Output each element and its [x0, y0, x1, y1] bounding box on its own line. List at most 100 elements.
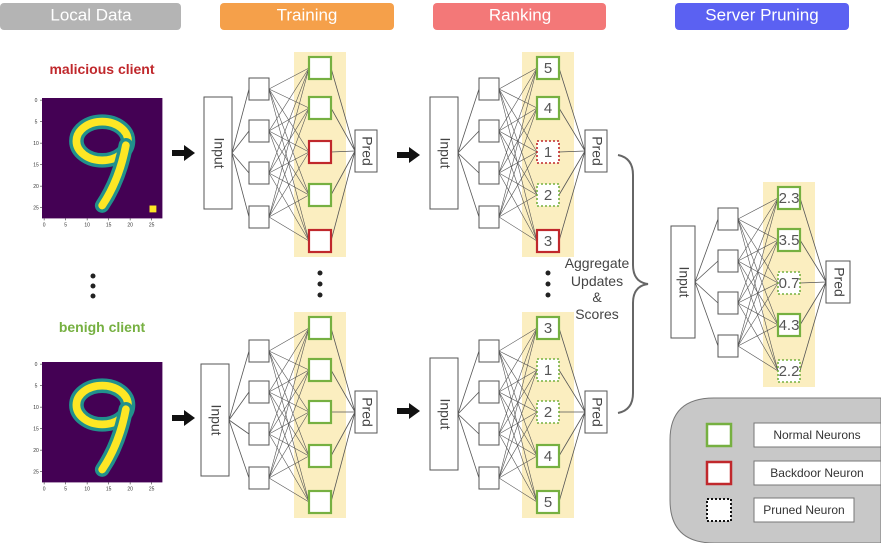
connection — [330, 150, 356, 242]
connection — [558, 107, 586, 152]
connection — [457, 391, 480, 415]
neuron-score: 2 — [544, 187, 552, 204]
connection — [498, 151, 538, 218]
connection — [330, 411, 356, 503]
header-training: Training — [220, 3, 394, 30]
hidden-neuron — [478, 422, 500, 446]
neuron-score: 2 — [544, 404, 552, 421]
connection — [228, 419, 250, 479]
header-ranking: Ranking — [433, 3, 606, 30]
connection — [457, 152, 480, 218]
connection — [498, 411, 538, 479]
pred-label: Pred — [359, 136, 375, 166]
backdoor-neuron — [307, 139, 333, 165]
hidden-neuron — [248, 466, 270, 490]
connection — [268, 107, 310, 218]
hidden-neuron — [717, 207, 739, 231]
connection — [228, 419, 250, 435]
connection — [558, 369, 586, 413]
aggregate-line-4: Scores — [575, 306, 619, 322]
pred-box — [825, 260, 851, 304]
header-server-pruning-label: Server Pruning — [705, 5, 818, 24]
legend-normal-box — [753, 422, 881, 448]
backdoor-neuron — [307, 228, 333, 254]
legend-backdoor-box — [753, 460, 881, 486]
pred-label: Pred — [359, 397, 375, 427]
connection — [330, 150, 356, 196]
hidden-neuron — [478, 205, 500, 229]
neuron-score: 1 — [544, 362, 552, 379]
x-tick-label: 15 — [106, 222, 112, 228]
normal-neuron — [307, 95, 333, 121]
connection — [498, 172, 538, 242]
connection — [330, 369, 356, 413]
backdoor-neuron — [535, 228, 561, 254]
connection — [268, 455, 310, 479]
benign-client-label: benigh client — [59, 319, 146, 335]
hidden-neuron — [478, 161, 500, 185]
y-tick-label: 0 — [35, 98, 38, 104]
connection — [498, 369, 538, 479]
input-box — [429, 357, 459, 471]
connection — [737, 345, 779, 372]
connection — [268, 88, 310, 242]
header-local-data-bg — [0, 3, 181, 30]
x-tick-label: 0 — [43, 486, 46, 492]
connection — [498, 455, 538, 479]
aggregate-line-1: Aggregate — [565, 255, 630, 271]
ellipsis-training — [317, 270, 323, 298]
x-tick-label: 15 — [106, 486, 112, 492]
input-box — [670, 225, 696, 339]
connection — [498, 67, 538, 90]
connection — [558, 327, 586, 413]
ellipsis-images — [90, 273, 96, 299]
connection — [268, 107, 310, 132]
input-box — [203, 96, 233, 210]
pred-label: Pred — [831, 267, 847, 297]
connection — [268, 151, 310, 218]
pred-box — [354, 390, 378, 434]
x-tick-label: 5 — [64, 222, 67, 228]
connection — [268, 88, 310, 109]
neuron-score: 0.7 — [779, 275, 800, 292]
connection — [457, 413, 480, 435]
connection — [498, 194, 538, 218]
y-tick-label: 25 — [33, 206, 39, 212]
connection — [268, 391, 310, 503]
neuron-score: 2.3 — [779, 190, 800, 207]
connection — [498, 107, 538, 174]
normal-neuron — [535, 95, 561, 121]
normal-neuron — [307, 182, 333, 208]
digit-strokes — [69, 114, 136, 213]
x-tick-label: 0 — [43, 222, 46, 228]
y-tick-label: 10 — [33, 141, 39, 147]
hidden-neuron — [717, 249, 739, 273]
connection — [498, 130, 538, 242]
neuron-score: 5 — [544, 494, 552, 511]
connection — [498, 391, 538, 503]
y-tick-label: 5 — [35, 384, 38, 390]
hidden-neuron — [248, 339, 270, 363]
pred-box — [584, 129, 608, 173]
normal-neuron — [307, 489, 333, 515]
legend-pruned-label: Pruned Neuron — [763, 503, 844, 517]
header-local-data: Local Data — [0, 3, 181, 30]
connection — [694, 218, 719, 283]
aggregate-brace — [617, 154, 649, 414]
hidden-neuron — [248, 380, 270, 404]
connection — [268, 172, 310, 242]
hidden-neuron — [248, 205, 270, 229]
input-label: Input — [208, 404, 224, 435]
connection — [694, 281, 719, 347]
normal-neuron — [307, 55, 333, 81]
connection — [799, 281, 827, 284]
connection — [457, 350, 480, 415]
input-label: Input — [437, 398, 453, 429]
digit-tail — [98, 405, 130, 474]
input-label: Input — [437, 137, 453, 168]
